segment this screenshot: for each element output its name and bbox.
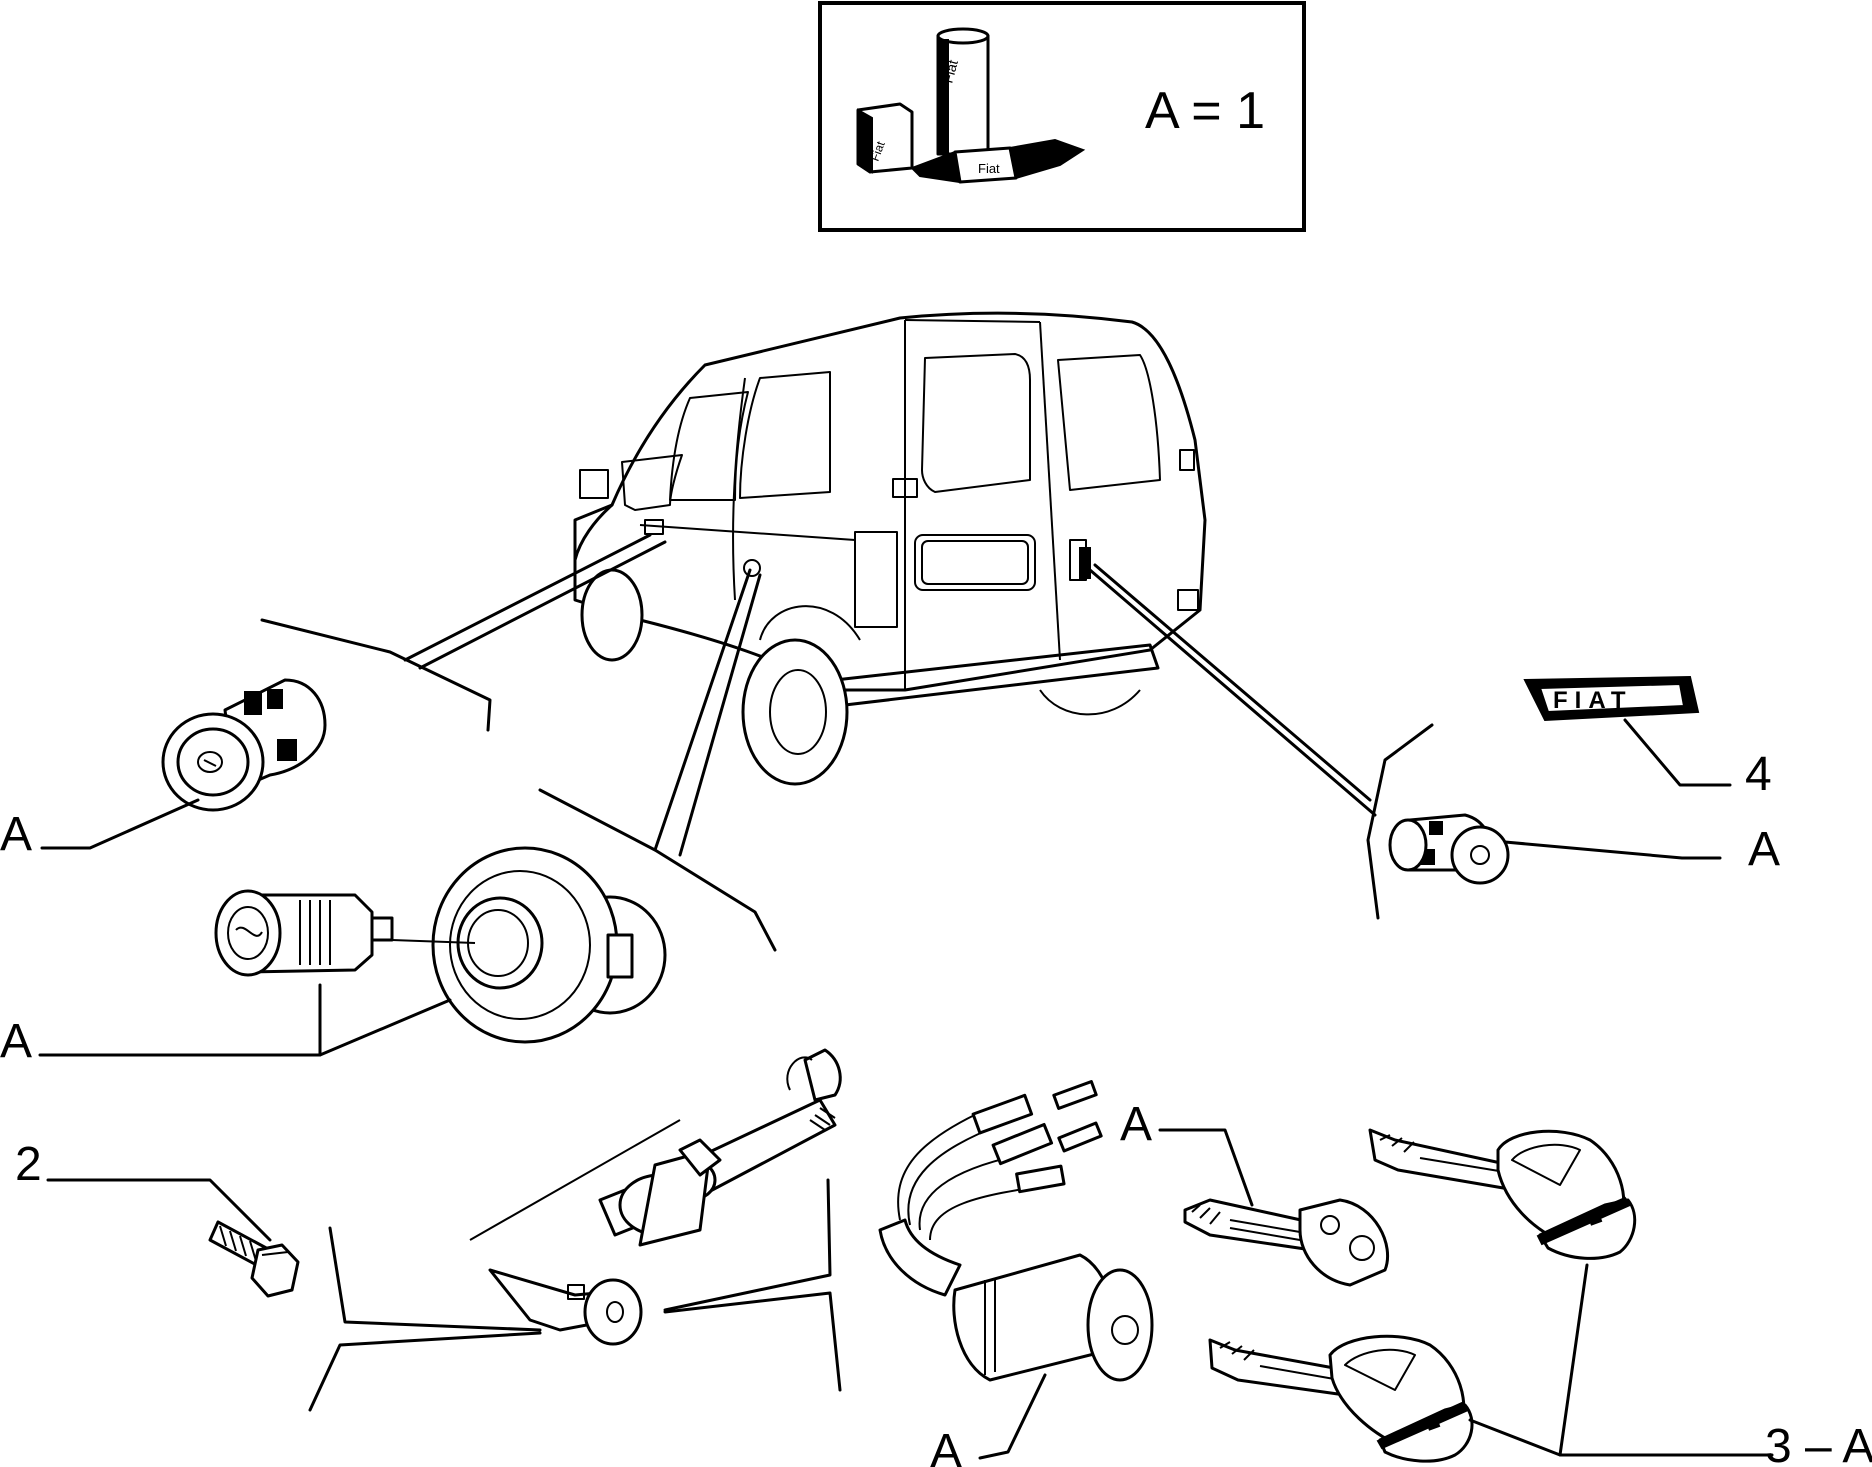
fiat-badge: FIAT: [1523, 675, 1700, 722]
label-ref-2: 2: [15, 1138, 42, 1191]
package-brand-1: Fiat: [939, 58, 961, 85]
legend-formula: A = 1: [1145, 82, 1265, 140]
package-brand-3: Fiat: [978, 161, 1000, 176]
label-ref-4: 4: [1745, 748, 1772, 801]
sealant-package-icon: Fiat Fiat Fiat: [856, 27, 1086, 184]
label-a-left-top: A: [0, 808, 32, 861]
legend-box: Fiat Fiat Fiat A = 1: [818, 1, 1306, 232]
door-lock-cylinder-left: [161, 678, 327, 812]
label-a-left-mid: A: [0, 1015, 32, 1068]
label-a-ignition: A: [930, 1425, 962, 1467]
fuel-cap-lock-assembly: [214, 846, 667, 1044]
label-ref-3a: 3 – A: [1765, 1420, 1872, 1467]
hex-bolt: [208, 1220, 300, 1298]
key-lower: [1208, 1334, 1474, 1463]
label-a-right: A: [1748, 823, 1780, 876]
badge-text: FIAT: [1553, 687, 1633, 714]
steering-lock-assembly: [469, 1048, 842, 1346]
van-illustration: [573, 311, 1207, 786]
leader-lines: [260, 533, 1434, 952]
key-upper: [1368, 1128, 1637, 1260]
rear-door-lock-cylinder: [1388, 813, 1510, 885]
package-brand-2: Fiat: [868, 139, 888, 163]
label-a-key-small: A: [1120, 1098, 1152, 1151]
small-key: [1183, 1198, 1390, 1287]
ignition-switch: [878, 1080, 1154, 1382]
